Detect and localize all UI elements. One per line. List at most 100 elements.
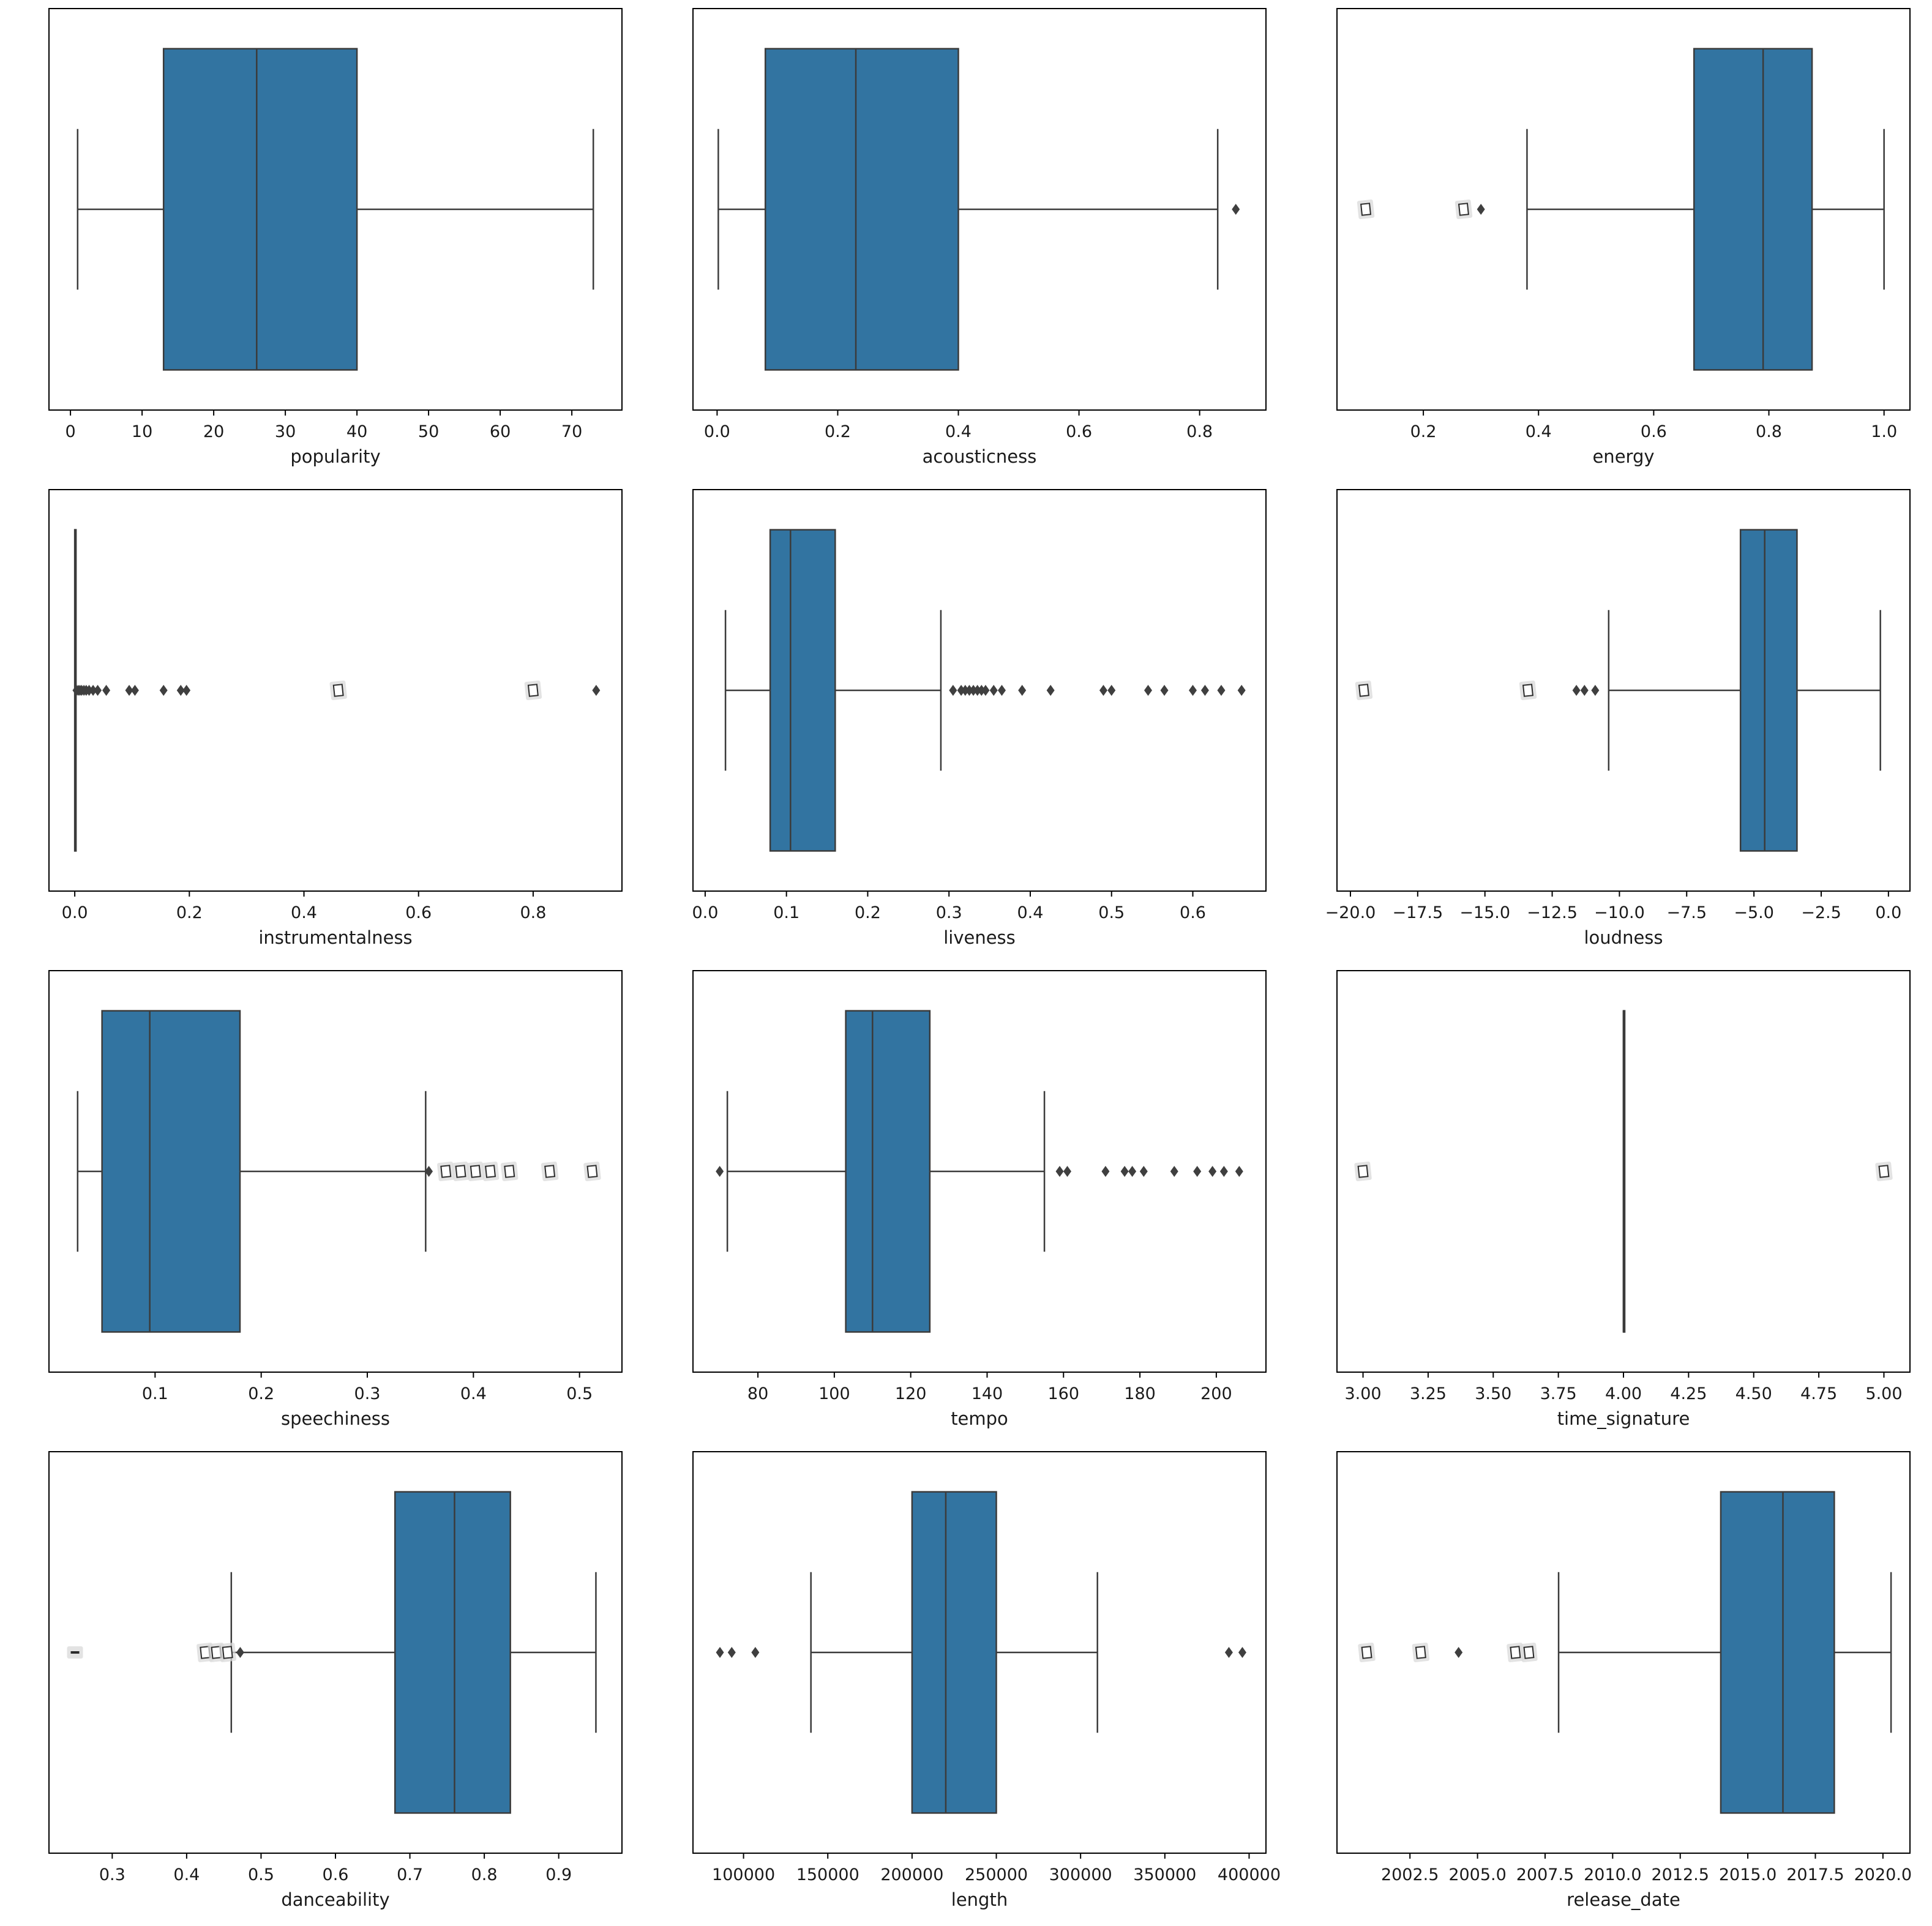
outlier-diamond — [977, 685, 986, 696]
outlier-diamond — [965, 685, 973, 696]
outlier-diamond — [182, 685, 191, 696]
outlier-diamond — [1237, 685, 1246, 696]
outlier-diamond — [1144, 685, 1152, 696]
x-tick-label: 20 — [203, 422, 224, 441]
x-axis-label: time_signature — [1557, 1408, 1690, 1429]
x-tick-label: 0.5 — [1098, 903, 1125, 922]
outlier-diamond — [969, 685, 978, 696]
x-tick-label: 0.4 — [1526, 422, 1552, 441]
x-tick-label: 0.0 — [62, 903, 88, 922]
x-tick-label: 4.25 — [1670, 1384, 1707, 1403]
x-tick-label: 0.6 — [405, 903, 432, 922]
outlier-square — [481, 1162, 500, 1181]
outlier-square — [1507, 1643, 1524, 1662]
outlier-dash — [67, 1646, 83, 1659]
x-tick-label: 3.00 — [1344, 1384, 1381, 1403]
outlier-diamond — [957, 685, 965, 696]
x-tick-label: 2010.0 — [1584, 1865, 1641, 1884]
iqr-box — [845, 1010, 931, 1333]
outlier-square — [541, 1162, 559, 1181]
x-tick-label: 70 — [561, 422, 582, 441]
x-axis-label: liveness — [943, 927, 1016, 948]
x-tick-label: 400000 — [1218, 1865, 1281, 1884]
x-axis-label: release_date — [1567, 1889, 1680, 1910]
outlier-diamond — [1018, 685, 1027, 696]
x-tick-label: 0.2 — [176, 903, 203, 922]
outlier-diamond — [85, 685, 94, 696]
iqr-box — [764, 48, 959, 371]
outlier-diamond — [1455, 1647, 1463, 1658]
outlier-square — [437, 1162, 455, 1181]
outlier-diamond — [1232, 204, 1240, 215]
outlier-diamond — [1101, 1166, 1110, 1177]
x-tick-label: 0.1 — [142, 1384, 168, 1403]
outlier-square — [1354, 1162, 1372, 1181]
outlier-diamond — [1224, 1647, 1233, 1658]
x-tick-label: 0.8 — [471, 1865, 498, 1884]
x-tick-label: 0.2 — [825, 422, 851, 441]
x-tick-label: 0.4 — [945, 422, 972, 441]
x-tick-label: 4.00 — [1605, 1384, 1642, 1403]
x-tick-label: 5.00 — [1865, 1384, 1902, 1403]
outlier-diamond — [425, 1166, 433, 1177]
x-tick-label: −2.5 — [1801, 903, 1841, 922]
x-axis-label: instrumentalness — [258, 927, 412, 948]
x-axis-label: length — [951, 1889, 1008, 1910]
subplot-instrumentalness: 0.0 0.2 0.4 0.6 0.8 instrumentalness — [48, 489, 623, 948]
iqr-box — [1720, 1491, 1835, 1814]
x-tick-label: 40 — [346, 422, 367, 441]
x-tick-label: 160 — [1048, 1384, 1080, 1403]
iqr-box — [769, 529, 836, 852]
x-axis-label: speechiness — [281, 1408, 390, 1429]
x-tick-label: 0.5 — [248, 1865, 274, 1884]
x-tick-label: 250000 — [965, 1865, 1028, 1884]
outlier-diamond — [989, 685, 998, 696]
outlier-diamond — [1217, 685, 1226, 696]
x-tick-label: 100 — [818, 1384, 850, 1403]
outlier-diamond — [1189, 685, 1197, 696]
x-tick-label: −20.0 — [1325, 903, 1376, 922]
x-tick-label: 100000 — [712, 1865, 775, 1884]
x-tick-label: 200 — [1200, 1384, 1232, 1403]
outlier-square — [452, 1162, 470, 1181]
outlier-diamond — [1193, 1166, 1202, 1177]
iqr-box — [911, 1491, 997, 1814]
outlier-diamond — [1099, 685, 1107, 696]
x-tick-label: 0.0 — [692, 903, 718, 922]
x-tick-label: 0.5 — [566, 1384, 593, 1403]
outlier-diamond — [998, 685, 1006, 696]
x-tick-label: 0.2 — [248, 1384, 274, 1403]
x-tick-label: 0.8 — [520, 903, 546, 922]
x-tick-label: 140 — [972, 1384, 1003, 1403]
x-tick-label: 0.6 — [1641, 422, 1667, 441]
outlier-diamond — [1235, 1166, 1243, 1177]
outlier-diamond — [89, 685, 97, 696]
outlier-diamond — [1055, 1166, 1064, 1177]
outlier-diamond — [973, 685, 982, 696]
x-tick-label: 0.9 — [545, 1865, 572, 1884]
outlier-square — [501, 1162, 519, 1181]
x-tick-label: 0.0 — [1875, 903, 1901, 922]
x-tick-label: 4.75 — [1800, 1384, 1837, 1403]
outlier-square — [466, 1162, 484, 1181]
outlier-square — [1357, 200, 1375, 219]
outlier-diamond — [176, 685, 185, 696]
x-tick-label: 3.50 — [1475, 1384, 1511, 1403]
x-tick-label: 0.2 — [855, 903, 881, 922]
outlier-diamond — [1160, 685, 1169, 696]
x-tick-label: 200000 — [880, 1865, 943, 1884]
x-tick-label: 0.4 — [291, 903, 317, 922]
x-tick-label: 1.0 — [1871, 422, 1897, 441]
x-tick-label: 0.1 — [773, 903, 799, 922]
outlier-diamond — [751, 1647, 760, 1658]
x-tick-label: 0.2 — [1410, 422, 1437, 441]
iqr-box — [1739, 529, 1798, 852]
